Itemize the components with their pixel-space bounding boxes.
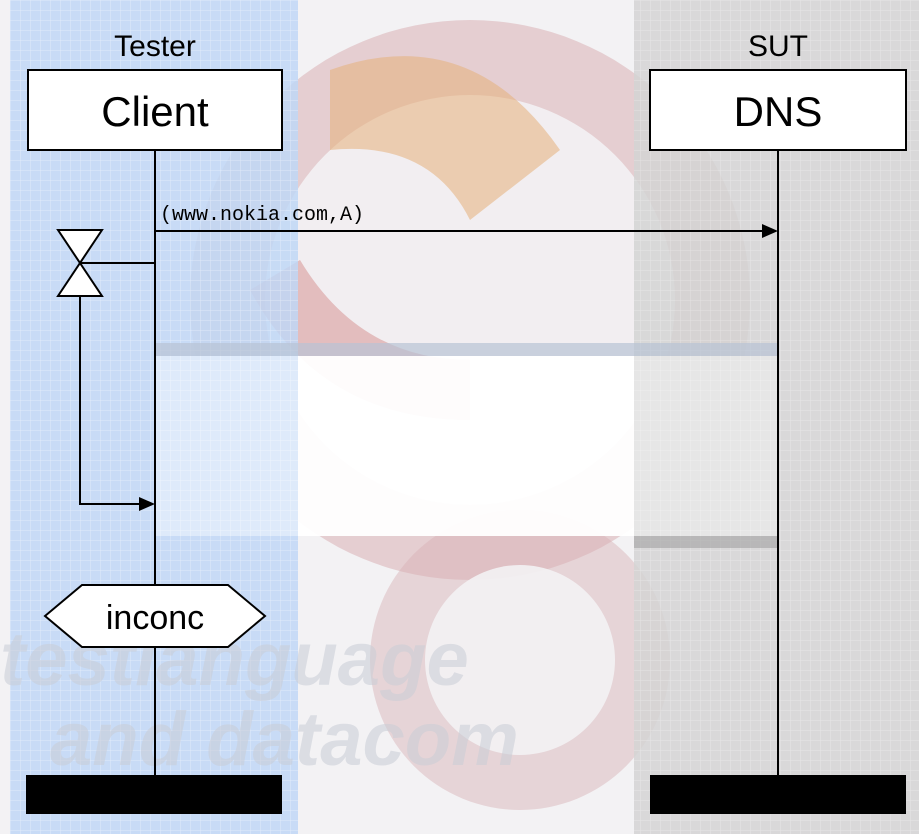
timeout-arrow [79, 296, 155, 511]
watermark-line2: and datacom [50, 697, 519, 782]
tester-role-label: Tester [114, 30, 196, 63]
dns-instance-label: DNS [734, 88, 823, 135]
message-arrow [155, 224, 778, 238]
client-instance-label: Client [101, 88, 209, 135]
client-instance-end [26, 775, 282, 814]
message-label: (www.nokia.com,A) [160, 204, 364, 227]
sut-role-label: SUT [748, 30, 808, 63]
client-instance-box: Client [27, 69, 283, 151]
dns-instance-end [650, 775, 906, 814]
dns-instance-box: DNS [649, 69, 907, 151]
timer-icon [56, 229, 155, 297]
highlight-band [155, 343, 779, 548]
verdict-inconc: inconc [43, 584, 267, 648]
verdict-label: inconc [106, 599, 204, 637]
